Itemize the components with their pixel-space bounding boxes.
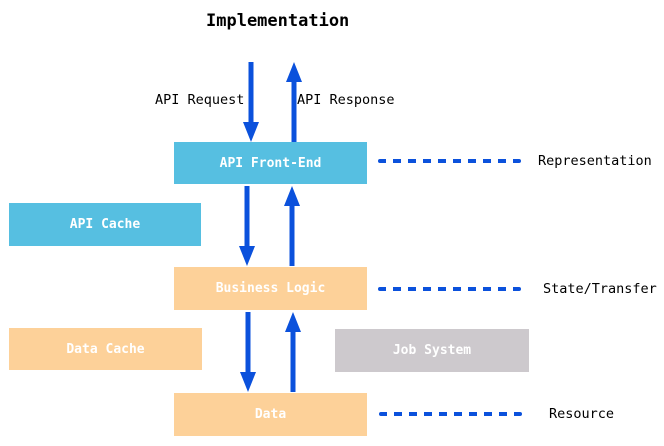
api-cache-label: API Cache xyxy=(69,217,141,232)
data-label: Data xyxy=(254,407,287,422)
business-logic-label: Business Logic xyxy=(215,281,326,296)
arrow-logic-to-frontend-up xyxy=(283,186,301,266)
job-system-label: Job System xyxy=(392,343,472,358)
arrow-frontend-to-logic-down xyxy=(238,186,256,266)
api-response-label: API Response xyxy=(297,92,395,108)
arrow-api-request-down xyxy=(242,62,260,142)
state-transfer-label: State/Transfer xyxy=(543,281,657,297)
data-cache-label: Data Cache xyxy=(66,341,145,357)
api-cache-box: API Cache xyxy=(9,203,201,246)
api-front-end-label: API Front-End xyxy=(219,155,322,171)
state-transfer-dashed-line xyxy=(378,287,521,291)
job-system-box: Job System xyxy=(335,329,529,372)
arrow-api-response-up xyxy=(285,62,303,144)
representation-dashed-line xyxy=(378,159,521,163)
representation-label: Representation xyxy=(538,153,652,169)
resource-dashed-line xyxy=(379,412,522,416)
arrow-data-to-logic-up xyxy=(284,312,302,392)
api-front-end-box: API Front-End xyxy=(174,142,367,184)
diagram-title: Implementation xyxy=(206,11,350,31)
api-request-label: API Request xyxy=(155,92,245,108)
resource-label: Resource xyxy=(549,406,615,422)
arrow-logic-to-data-down xyxy=(239,312,257,392)
data-box: Data xyxy=(174,393,367,436)
data-cache-box: Data Cache xyxy=(9,328,202,370)
business-logic-box: Business Logic xyxy=(174,267,367,310)
